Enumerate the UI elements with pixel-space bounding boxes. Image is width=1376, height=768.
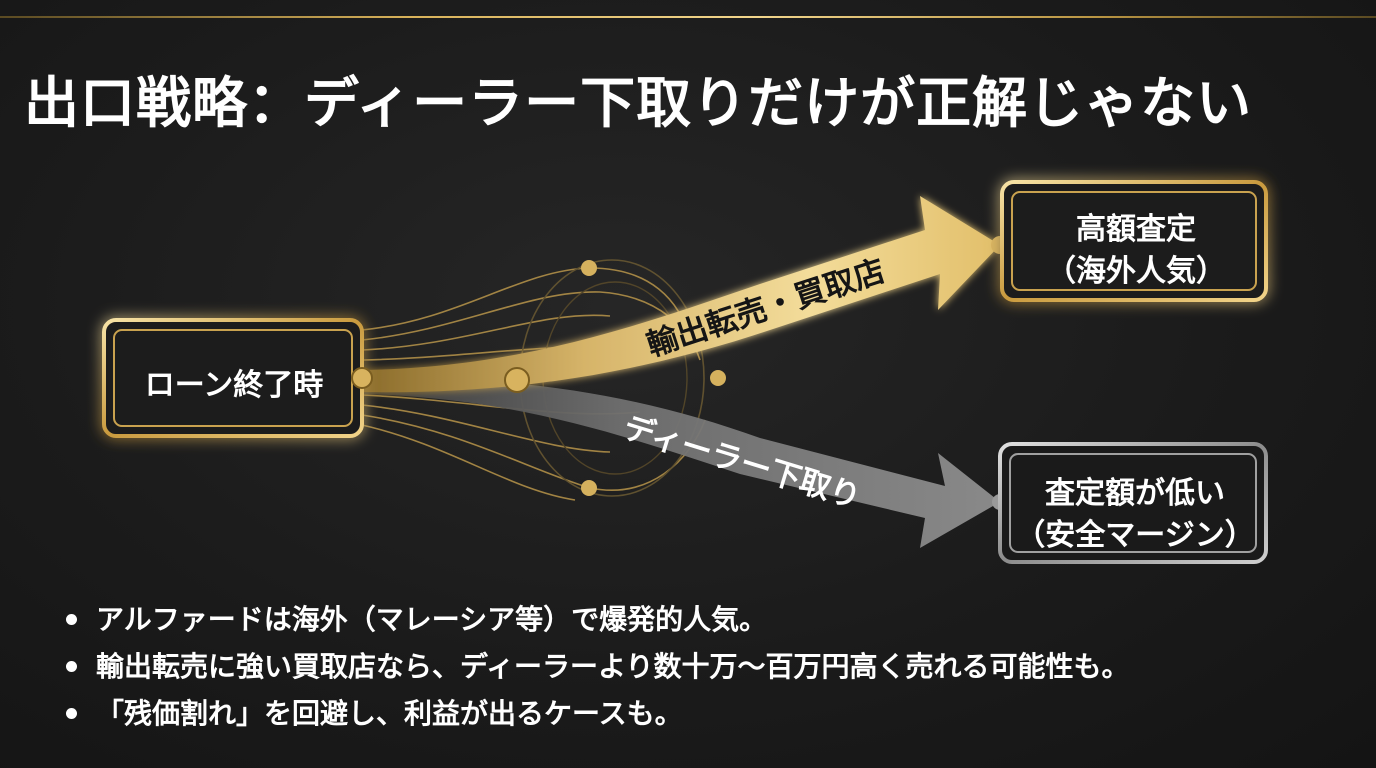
bullet-text: 「残価割れ」を回避し、利益が出るケースも。 bbox=[96, 697, 683, 730]
gray-target-line2: （安全マージン） bbox=[1015, 518, 1255, 553]
bullet-item: アルファードは海外（マレーシア等）で爆発的人気。 bbox=[62, 596, 1130, 643]
bullet-text: 輸出転売に強い買取店なら、ディーラーより数十万〜百万円高く売れる可能性も。 bbox=[96, 650, 1130, 683]
top-gold-rule bbox=[0, 16, 1376, 18]
bullet-list: アルファードは海外（マレーシア等）で爆発的人気。 輸出転売に強い買取店なら、ディ… bbox=[62, 596, 1130, 737]
gray-target-frame bbox=[998, 442, 1268, 564]
gray-target-line1: 査定額が低い bbox=[1045, 476, 1225, 511]
flow-node-dot bbox=[710, 370, 726, 386]
bullet-dot-icon bbox=[66, 708, 77, 719]
bullet-dot-icon bbox=[66, 614, 77, 625]
flow-node-dot bbox=[581, 480, 597, 496]
page-title: 出口戦略：ディーラー下取りだけが正解じゃない bbox=[24, 71, 1253, 135]
bullet-item: 「残価割れ」を回避し、利益が出るケースも。 bbox=[62, 690, 1130, 737]
junction-dot bbox=[504, 367, 530, 393]
bullet-dot-icon bbox=[66, 661, 77, 672]
gold-target-line2: （海外人気） bbox=[1046, 254, 1226, 289]
gold-arrow-shape bbox=[362, 196, 1000, 393]
bullet-text: アルファードは海外（マレーシア等）で爆発的人気。 bbox=[96, 603, 768, 636]
flow-node-dot bbox=[581, 260, 597, 276]
gray-arrow-shape bbox=[362, 377, 1000, 548]
gold-target-line1: 高額査定 bbox=[1076, 212, 1196, 247]
source-node-label: ローン終了時 bbox=[144, 368, 324, 403]
source-connector-dot bbox=[351, 367, 373, 389]
bullet-item: 輸出転売に強い買取店なら、ディーラーより数十万〜百万円高く売れる可能性も。 bbox=[62, 643, 1130, 690]
gold-target-frame bbox=[1000, 180, 1268, 302]
